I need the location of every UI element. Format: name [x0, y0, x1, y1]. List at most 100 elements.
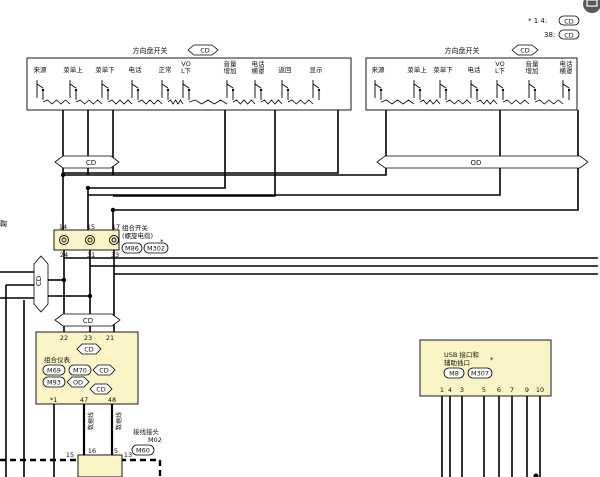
meter-conn-1: M69 — [47, 367, 61, 375]
combination-switch-box — [53, 229, 120, 251]
left-switch-contact-arm-3 — [101, 83, 109, 89]
joint-pin-2: 16 — [88, 447, 96, 455]
left-switch-button-label-7: 音量 — [224, 59, 238, 68]
left-switch-resistor-6 — [188, 99, 228, 105]
joint-connector-code: M60 — [136, 447, 150, 455]
right-switch-button-label-5: VO — [495, 60, 504, 68]
meter-data-lines: 数据线 数据线 — [53, 404, 123, 477]
left-switch-button-label-6-b: L下 — [181, 67, 192, 75]
joint-pin-4: 13 — [124, 451, 132, 459]
switch-output-wires — [62, 110, 579, 211]
right-switch-button-label-6-b: 增加 — [526, 66, 539, 75]
left-switch-contact-arm-5 — [161, 83, 169, 89]
cs-connector-1: M86 — [125, 245, 139, 253]
right-switch-button-label-3: 菜单下 — [433, 65, 453, 74]
harness-right-tag — [376, 155, 589, 169]
legend-star1-code: CD — [564, 18, 574, 26]
joint-connector-tag — [131, 444, 155, 456]
usb-star: * — [490, 356, 494, 364]
left-switch-button-label-4: 电话 — [129, 65, 143, 74]
legend-note38-tag — [558, 29, 580, 40]
cs-connector-2: M302 — [147, 245, 165, 253]
meter-pin-top-2: 23 — [84, 334, 92, 342]
left-switch-contact-arm-2 — [69, 83, 77, 89]
cs-to-meter-wires — [63, 250, 598, 332]
meter-top-code: CD — [84, 346, 94, 354]
left-switch-button-label-6: VO — [181, 60, 190, 68]
to-combination-switch-wires — [62, 175, 114, 230]
left-switch-resistor-3 — [107, 99, 133, 105]
harness-left-label: CD — [86, 159, 96, 167]
left-switch-button-label-5: 正常 — [159, 65, 172, 74]
right-switch-contact-arm-7 — [562, 83, 570, 89]
left-switch-button-label-1: 来源 — [34, 65, 48, 74]
left-switch-contact-arm-8 — [254, 83, 262, 89]
usb-connector-1: M8 — [449, 370, 459, 378]
meter-conn-2-tag — [68, 364, 92, 376]
usb-pin-6: 7 — [510, 386, 514, 394]
usb-pin-2: 4 — [448, 386, 452, 394]
left-switch-box — [26, 57, 352, 111]
right-switch-button-label-5-b: L下 — [495, 67, 506, 75]
left-switch-resistor-1 — [42, 99, 71, 105]
cs-connector-2-tag — [143, 242, 169, 254]
left-switch-button-label-10: 显示 — [310, 66, 324, 74]
left-switch-button-label-7-b: 增加 — [224, 66, 237, 75]
joint-connector-id: M02 — [148, 436, 162, 444]
combination-meter: 22 23 21 CD 组合仪表 M69 M70 CD M93 OD CD *1… — [35, 331, 139, 405]
right-steering-switch: 方向盘开关 CD 来源菜单上菜单下电话VOL下音量增加电话横罩 — [365, 44, 578, 111]
usb-pin-3: 3 — [460, 386, 464, 394]
clock-spring-coils — [59, 235, 119, 245]
left-switch-button-label-8: 电话 — [252, 59, 266, 68]
left-switch-resistor-2 — [75, 99, 103, 105]
harness-vertical-tag — [33, 255, 49, 313]
left-vertical-harness: CD — [0, 255, 93, 477]
left-switch-title: 方向盘开关 — [133, 46, 168, 55]
left-switch-button-label-3: 菜单下 — [95, 65, 115, 74]
legend-note38-code: CD — [564, 32, 574, 40]
cs-pin-top-2: 15 — [87, 223, 95, 231]
right-switch-contact-arm-2 — [413, 83, 421, 89]
right-switch-resistor-3 — [445, 99, 472, 105]
left-switch-contact-arm-4 — [131, 83, 139, 89]
right-switch-title: 方向盘开关 — [445, 46, 480, 55]
right-switch-contact-arm-1 — [374, 83, 382, 89]
usb-connector-1-tag — [443, 367, 465, 379]
right-switch-button-label-4: 电话 — [468, 65, 482, 74]
right-switch-button-label-6: 音量 — [526, 59, 540, 68]
cs-pin-bottom-3: 33 — [111, 251, 119, 259]
left-switch-button-label-9: 返回 — [279, 66, 292, 74]
usb-pin-7: 9 — [525, 386, 529, 394]
right-switch-resistor-4 — [476, 99, 498, 105]
harness-mid-tag — [54, 313, 121, 327]
usb-junction-dot — [533, 473, 539, 477]
legend-note38-text: 38: — [544, 31, 555, 39]
harness-bar-mid: CD — [54, 313, 121, 327]
meter-top-code-tag — [76, 343, 102, 355]
joint-connector-text: 接线接头 — [133, 427, 160, 436]
usb-subtitle: 辅助插口 — [444, 358, 470, 367]
meter-title: 组合仪表 — [44, 355, 71, 364]
meter-conn-2: M70 — [73, 367, 87, 375]
harness-vertical-label: CD — [35, 276, 43, 286]
meter-conn-4: M93 — [47, 379, 61, 387]
left-steering-switch: 方向盘开关 CD 来源菜单上菜单下电话正常VOL下音量增加电话横罩返回显示 — [26, 44, 352, 111]
meter-pin-bottom-1: 47 — [80, 396, 88, 404]
bottom-joint-connector: 接线接头 M02 M60 15 16 5 13 — [0, 427, 162, 477]
right-switch-contact-arm-5 — [496, 83, 504, 89]
joint-pin-1: 15 — [66, 451, 74, 459]
left-switch-contact-arm-6 — [182, 83, 190, 89]
usb-pin-4: 5 — [482, 386, 486, 394]
left-switch-contact-arm-7 — [226, 83, 234, 89]
joint-pin-3: 5 — [114, 447, 118, 455]
meter-conn-3-tag — [92, 364, 116, 376]
meter-pin-top-3: 21 — [106, 334, 114, 342]
left-switch-resistor-4 — [137, 99, 163, 105]
usb-pin-8: 10 — [536, 386, 544, 394]
edge-left-fragment: 鞠 — [0, 219, 7, 228]
meter-code-row3: CD — [96, 386, 106, 394]
harness-left-tag — [54, 155, 120, 169]
usb-title: USB 接口和 — [444, 350, 479, 359]
meter-wire-label-1: 数据线 — [87, 412, 95, 430]
